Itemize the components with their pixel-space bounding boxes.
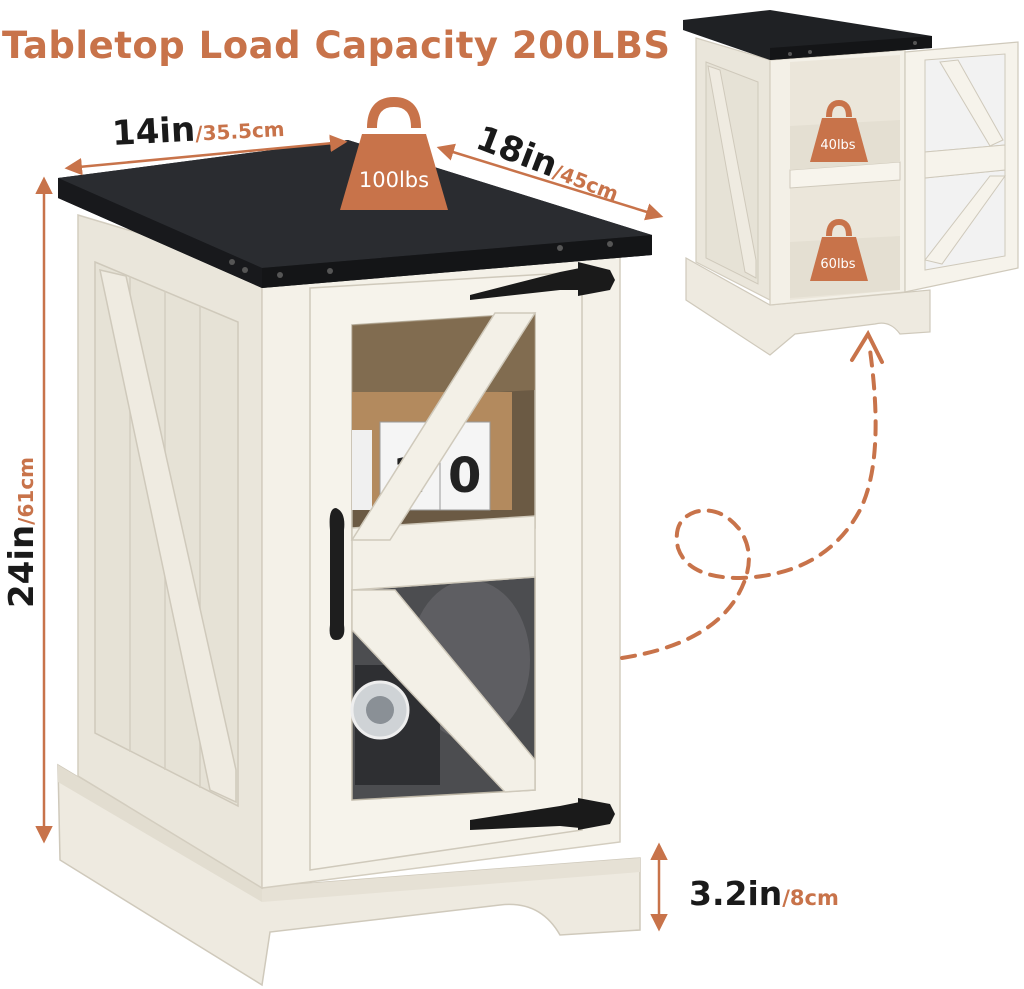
main-cabinet: 1 0: [57, 140, 652, 987]
depth-arrow-icon: [436, 143, 664, 221]
headline: Tabletop Load Capacity 200LBS: [2, 24, 671, 67]
upper-shelf-load-label: 40lbs: [820, 138, 856, 153]
dotted-loop-arrow-icon: [620, 348, 878, 660]
base-dimension: 3.2in/8cm: [689, 874, 839, 913]
tabletop-load-label: 100lbs: [358, 168, 430, 192]
flip-clock-digit: 0: [448, 448, 481, 504]
lower-shelf-load-label: 60lbs: [820, 257, 856, 272]
height-dimension: 24in/61cm: [2, 457, 42, 608]
weight-icon: [810, 99, 868, 162]
width-arrow-icon: [64, 134, 348, 176]
width-metric: /35.5cm: [194, 116, 286, 146]
height-metric: /61cm: [14, 456, 38, 525]
width-imperial: 14in: [110, 109, 197, 154]
weight-icon: [340, 96, 448, 210]
height-imperial: 24in: [2, 524, 42, 608]
base-imperial: 3.2in: [689, 874, 783, 913]
weight-icon: [810, 218, 868, 281]
base-metric: /8cm: [782, 886, 839, 910]
open-cabinet: [683, 10, 1019, 356]
